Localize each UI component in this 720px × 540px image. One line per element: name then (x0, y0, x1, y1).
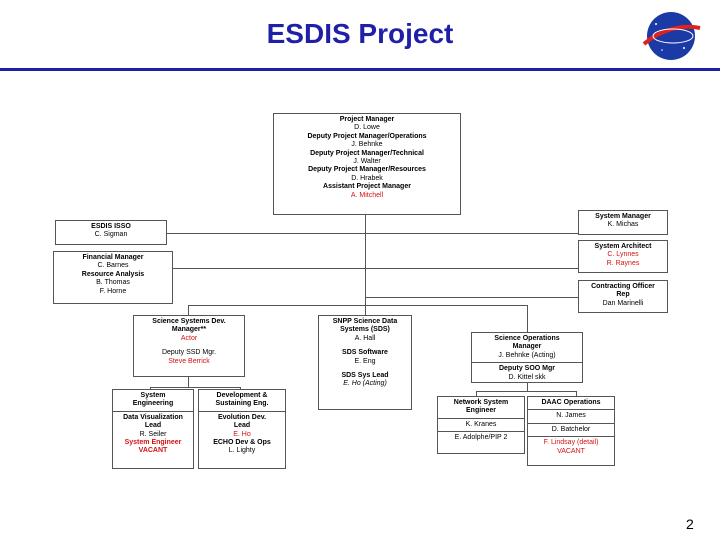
system-manager-box: System Manager K. Michas (578, 210, 668, 235)
system-architect-box: System Architect C. Lynnes R. Raynes (578, 240, 668, 273)
contracting-box: Contracting Officer Rep Dan Marinelli (578, 280, 668, 313)
daac-name3: F. Lindsay (detail) (543, 439, 599, 447)
ra-name1: B. Thomas (96, 279, 130, 287)
cor-title1: Contracting Officer (591, 283, 655, 290)
nse-name1: K. Kranes (465, 420, 497, 428)
connector (365, 297, 578, 298)
page-number: 2 (686, 516, 694, 532)
nse-title1: Network System (453, 399, 509, 406)
evo-title1: Evolution Dev. (217, 413, 267, 421)
isso-name: C. Sigman (94, 231, 128, 239)
sm-title: System Manager (595, 213, 651, 220)
pm-name: D. Lowe (354, 124, 380, 132)
ra-name2: F. Horne (99, 287, 127, 295)
cor-title2: Rep (616, 291, 630, 299)
connector (476, 391, 576, 392)
ssd-title2: Manager** (171, 326, 207, 334)
connector (527, 383, 528, 391)
cor-name: Dan Marinelli (602, 299, 644, 307)
sys-eng-title: System Engineer (124, 439, 182, 447)
nse-name2: E. Adolphe/PIP 2 (454, 434, 508, 442)
connector (527, 305, 528, 332)
sds-lead-name: E. Ho (Acting) (343, 380, 387, 388)
nse-title2: Engineer (466, 407, 496, 415)
sa-name1: C. Lynnes (607, 251, 639, 259)
dpm-res-name: D. Hrabek (351, 174, 383, 182)
evo-title2: Lead (233, 422, 251, 430)
dpm-res-title: Deputy Project Manager/Resources (308, 166, 426, 174)
sa-title: System Architect (594, 243, 652, 250)
connector (476, 391, 477, 396)
nasa-logo (642, 12, 701, 60)
se-title2: Engineering (132, 400, 174, 408)
dpm-tech-name: J. Walter (353, 158, 381, 166)
apm-title: Assistant Project Manager (323, 183, 411, 191)
ra-title: Resource Analysis (81, 270, 145, 278)
connector (188, 377, 189, 387)
daac-vacant: VACANT (557, 447, 585, 455)
dsoo-extra: skk (534, 373, 546, 381)
dsoo-title: Deputy SOO Mgr (498, 365, 555, 373)
fm-title: Financial Manager (82, 254, 144, 261)
dsoo-name: D. Kittel (508, 373, 534, 381)
dv-title1: Data Visualization (123, 413, 183, 421)
daac-name2: D. Batchelor (551, 425, 591, 433)
fm-name: C. Barnes (97, 262, 129, 270)
title-underline (0, 68, 720, 71)
dpm-ops-title: Deputy Project Manager/Operations (307, 132, 427, 140)
dse-title1: Development & (216, 392, 268, 399)
se-title1: System (140, 392, 166, 399)
daac-operations-box: DAAC Operations N. James D. Batchelor F.… (527, 396, 615, 466)
connector (172, 268, 578, 269)
connector (188, 305, 189, 315)
sds-sw-name: E. Eng (354, 357, 376, 365)
connector (576, 391, 577, 396)
dev-sustaining-box: Development & Sustaining Eng. Evolution … (198, 389, 286, 469)
apm-name: A. Mitchell (350, 191, 384, 199)
echo-name: L. Lighty (228, 447, 256, 455)
dv-title2: Lead (144, 422, 162, 430)
dv-name: R. Seiler (139, 430, 167, 438)
echo-title: ECHO Dev & Ops (213, 439, 271, 447)
project-manager-box: Project Manager D. Lowe Deputy Project M… (273, 113, 461, 215)
dpm-tech-title: Deputy Project Manager/Technical (310, 149, 424, 157)
pm-title: Project Manager (339, 116, 395, 123)
dse-title2: Sustaining Eng. (215, 400, 269, 408)
connector (188, 305, 528, 306)
snpp-name: A. Hall (354, 334, 376, 342)
sds-lead-title: SDS Sys Lead (341, 372, 389, 380)
snpp-title1: SNPP Science Data (332, 318, 398, 325)
som-title1: Science Operations (494, 335, 560, 342)
isso-box: ESDIS ISSO C. Sigman (55, 220, 167, 245)
sm-name: K. Michas (607, 221, 639, 229)
sa-name2: R. Raynes (606, 259, 640, 267)
connector (166, 233, 578, 234)
system-engineering-box: System Engineering Data Visualization Le… (112, 389, 194, 469)
sds-sw-title: SDS Software (342, 349, 388, 357)
connector (240, 387, 241, 390)
financial-box: Financial Manager C. Barnes Resource Ana… (53, 251, 173, 304)
snpp-title2: Systems (SDS) (340, 326, 390, 334)
dssd-name: Steve Berrick (168, 357, 210, 365)
daac-name1: N. James (556, 412, 586, 420)
dpm-ops-name: J. Behnke (351, 141, 383, 149)
ssd-name: Actor (180, 334, 198, 342)
connector (150, 387, 151, 390)
network-engineer-box: Network System Engineer K. Kranes E. Ado… (437, 396, 525, 454)
ssd-title1: Science Systems Dev. (152, 318, 226, 325)
page-title: ESDIS Project (266, 18, 454, 49)
snpp-sds-box: SNPP Science Data Systems (SDS) A. Hall … (318, 315, 412, 410)
dssd-title: Deputy SSD Mgr. (161, 349, 217, 357)
connector (365, 215, 366, 315)
science-ops-box: Science Operations Manager J. Behnke (Ac… (471, 332, 583, 383)
daac-title: DAAC Operations (541, 399, 601, 406)
som-title2: Manager (512, 343, 542, 351)
isso-title: ESDIS ISSO (91, 223, 131, 230)
sys-eng-vacant: VACANT (138, 447, 168, 455)
ssd-manager-box: Science Systems Dev. Manager** Actor Dep… (133, 315, 245, 377)
evo-name: E. Ho (233, 430, 251, 438)
connector (150, 387, 240, 388)
som-name: J. Behnke (Acting) (498, 351, 556, 359)
